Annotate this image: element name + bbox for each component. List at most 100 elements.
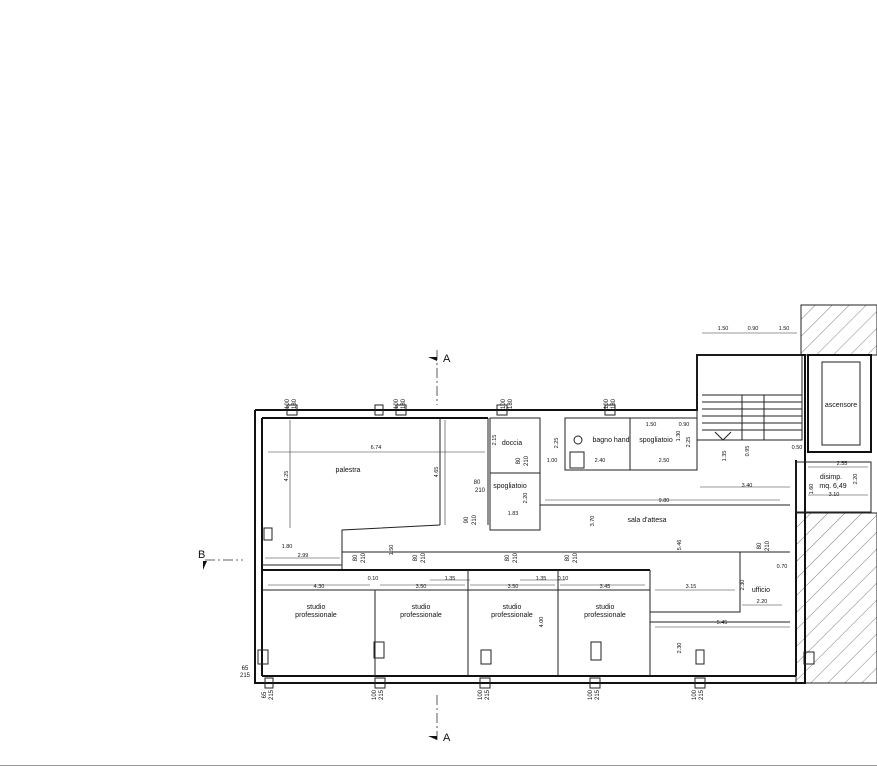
dim-5-45: 5.45 xyxy=(717,620,728,626)
disimp-room xyxy=(795,461,872,513)
room-sala-attesa: sala d'attesa xyxy=(627,517,666,524)
svg-text:180: 180 xyxy=(401,398,407,409)
dim-stair-1: 1.50 xyxy=(718,326,729,332)
dim-3-15: 3.15 xyxy=(686,584,697,590)
svg-text:100: 100 xyxy=(692,689,698,700)
svg-text:100: 100 xyxy=(394,398,400,409)
elevator-shaft xyxy=(807,354,872,453)
hatched-structure-top xyxy=(800,304,877,356)
dim-2-50: 2.50 xyxy=(659,458,670,464)
svg-text:100: 100 xyxy=(372,689,378,700)
dim-2-20c: 2.20 xyxy=(757,599,768,605)
dim-0-70: 0.70 xyxy=(777,564,788,570)
dim-palestra-h-mid: 4.65 xyxy=(434,467,440,478)
dim-0-50: 0.50 xyxy=(792,445,803,451)
svg-text:80: 80 xyxy=(757,542,763,549)
room-studio-1-line1: studio xyxy=(307,604,326,611)
dim-2-20a: 2.20 xyxy=(523,493,529,504)
section-a-top-label: A xyxy=(443,353,451,365)
room-ascensore: ascensore xyxy=(825,402,857,409)
svg-text:215: 215 xyxy=(595,689,601,700)
dim-3-45: 3.45 xyxy=(600,584,611,590)
outer-wall xyxy=(254,354,806,684)
svg-text:210: 210 xyxy=(765,540,771,551)
dim-1-30: 1.30 xyxy=(676,431,682,442)
svg-text:210: 210 xyxy=(524,455,530,466)
svg-text:180: 180 xyxy=(611,398,617,409)
dim-2-30a: 2.30 xyxy=(740,580,746,591)
room-studio-2-line2: professionale xyxy=(400,612,442,619)
dim-3-40: 3.40 xyxy=(742,483,753,489)
svg-text:80: 80 xyxy=(413,554,419,561)
room-doccia: doccia xyxy=(502,440,522,447)
dim-1-83: 1.83 xyxy=(508,511,519,517)
dim-1-35b: 1.35 xyxy=(445,576,456,582)
opening-tags-doors: 80 210 80 210 90 210 80 210 80 210 80 21… xyxy=(353,455,771,563)
room-studio-4-line1: studio xyxy=(596,604,615,611)
dim-0-10a: 0.10 xyxy=(368,576,379,582)
svg-text:180: 180 xyxy=(292,398,298,409)
opening-tags-top: 100 180 100 180 100 180 100 180 xyxy=(285,398,617,409)
room-studio-1-line2: professionale xyxy=(295,612,337,619)
dim-5-46: 5.46 xyxy=(677,540,683,551)
section-a-bottom-label: A xyxy=(443,732,451,744)
dim-1-80: 1.80 xyxy=(282,544,293,550)
svg-text:90: 90 xyxy=(464,516,470,523)
stair-steps xyxy=(702,394,802,441)
svg-text:215: 215 xyxy=(699,689,705,700)
dim-4-30: 4.30 xyxy=(314,584,325,590)
svg-text:80: 80 xyxy=(565,554,571,561)
dimension-labels: 1.50 0.90 1.50 6.74 4.25 4.65 2.15 2.25 … xyxy=(282,326,859,653)
svg-text:100: 100 xyxy=(501,398,507,409)
dim-9-80: 9.80 xyxy=(659,498,670,504)
svg-text:180: 180 xyxy=(508,398,514,409)
window-marks-bottom xyxy=(264,677,706,689)
door-markers xyxy=(257,527,815,665)
section-line-a xyxy=(428,350,438,740)
opening-tags-bottom: 65 215 65 215 100 215 100 215 100 215 10… xyxy=(240,666,705,700)
room-palestra: palestra xyxy=(336,467,361,474)
dim-0-90: 0.90 xyxy=(679,422,690,428)
svg-text:65: 65 xyxy=(262,691,268,698)
dim-2-25b: 2.25 xyxy=(686,437,692,448)
dim-3-70: 3.70 xyxy=(590,516,596,527)
svg-text:100: 100 xyxy=(478,689,484,700)
dim-1-60: 1.60 xyxy=(809,484,815,495)
svg-text:80: 80 xyxy=(516,457,522,464)
dim-2-55: 2.55 xyxy=(837,461,848,467)
svg-text:80: 80 xyxy=(353,554,359,561)
hatched-structure-right xyxy=(795,512,877,684)
dim-2-15: 2.15 xyxy=(492,435,498,446)
dim-0-10b: 0.10 xyxy=(558,576,569,582)
svg-text:215: 215 xyxy=(485,689,491,700)
dimension-lines xyxy=(265,332,868,628)
room-studio-3-line2: professionale xyxy=(491,612,533,619)
dim-1-50b: 1.50 xyxy=(389,545,395,556)
room-studio-3-line1: studio xyxy=(503,604,522,611)
dim-stair-2: 0.90 xyxy=(748,326,759,332)
svg-text:100: 100 xyxy=(604,398,610,409)
room-spogliatoio-small: spogliatoio xyxy=(493,483,527,490)
dim-2-99: 2.99 xyxy=(298,553,309,559)
room-bagno-hand: bagno hand xyxy=(593,437,630,444)
dim-3-50b: 3.50 xyxy=(508,584,519,590)
dim-2-40: 2.40 xyxy=(595,458,606,464)
svg-text:80: 80 xyxy=(505,554,511,561)
page-bottom-rule xyxy=(0,765,877,766)
svg-text:100: 100 xyxy=(588,689,594,700)
svg-text:210: 210 xyxy=(475,488,486,494)
dim-2-30b: 2.30 xyxy=(677,643,683,654)
dim-1-35c: 1.35 xyxy=(536,576,547,582)
dim-0-95: 0.95 xyxy=(745,446,751,457)
dim-3-50a: 3.50 xyxy=(416,584,427,590)
svg-text:100: 100 xyxy=(285,398,291,409)
svg-text:210: 210 xyxy=(513,552,519,563)
dim-1-50: 1.50 xyxy=(646,422,657,428)
section-line-b xyxy=(203,559,243,570)
dim-palestra-width: 6.74 xyxy=(371,445,382,451)
dim-stair-3: 1.50 xyxy=(779,326,790,332)
elevator-cab xyxy=(821,361,861,446)
stairwell xyxy=(696,354,803,441)
dim-2-25a: 2.25 xyxy=(554,438,560,449)
